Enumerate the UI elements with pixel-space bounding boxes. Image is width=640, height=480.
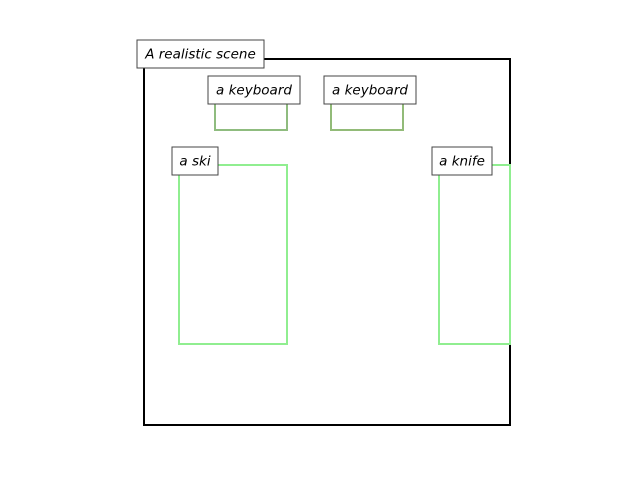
keyboard-2-label-box [323, 75, 417, 105]
ski-label-text: a ski [179, 154, 210, 170]
knife-label-text: a knife [439, 154, 485, 170]
scene-frame [143, 58, 511, 426]
keyboard-1-label-box [207, 75, 301, 105]
keyboard-1-label-text: a keyboard [216, 83, 292, 99]
scene-caption-text: A realistic scene [144, 47, 256, 63]
knife-box [438, 164, 511, 345]
keyboard-2-label-text: a keyboard [332, 83, 408, 99]
keyboard-1-label: a keyboard [207, 75, 301, 105]
ski-label: a ski [171, 146, 219, 176]
knife-label: a knife [431, 146, 493, 176]
ski-label-box [171, 146, 219, 176]
scene-caption-label: A realistic scene [136, 39, 265, 69]
scene-caption-box [136, 39, 265, 69]
knife-label-box [431, 146, 493, 176]
ski-box [178, 164, 288, 345]
keyboard-2-label: a keyboard [323, 75, 417, 105]
